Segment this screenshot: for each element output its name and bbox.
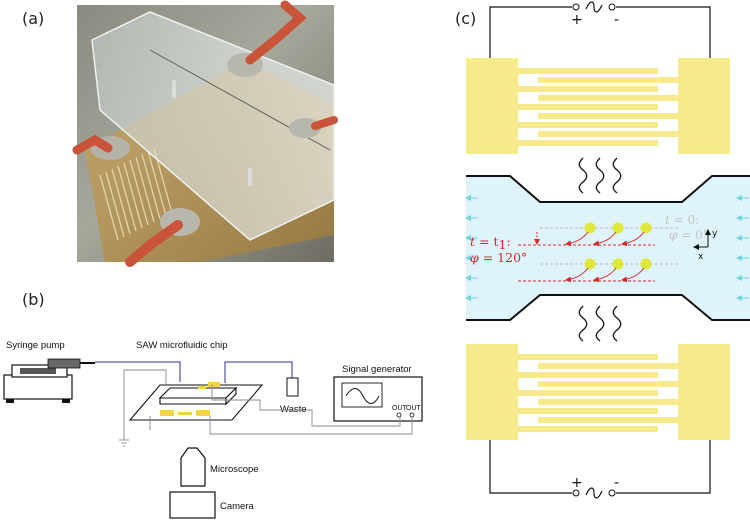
- axes-icon: [693, 229, 711, 250]
- syringe-pump-icon: [3, 358, 95, 403]
- panel-a-label: (a): [22, 9, 44, 28]
- axis-y-label: y: [712, 229, 718, 239]
- out-label-2: OUT: [406, 405, 422, 412]
- bottom-terminal-minus: [608, 489, 616, 497]
- trajectory-arrows: [565, 231, 645, 283]
- channel-walls: [466, 175, 750, 321]
- signal-generator-label: Signal generator: [342, 364, 412, 375]
- bottom-circuit: [489, 440, 711, 494]
- waste-container-icon: [286, 377, 299, 397]
- top-terminal-plus: [572, 3, 580, 11]
- panel-c-label: (c): [455, 9, 476, 28]
- top-plus-sign: +: [571, 12, 583, 28]
- signal-wires: [123, 369, 413, 440]
- bottom-acoustic-wave-icon: [578, 305, 622, 342]
- bottom-plus-sign: +: [571, 475, 583, 491]
- ground-icon: [119, 439, 129, 447]
- camera-icon: [169, 491, 216, 519]
- axis-x-label: x: [698, 252, 704, 262]
- outlet-tubing: [224, 361, 293, 383]
- top-terminal-minus: [608, 3, 616, 11]
- top-circuit: [489, 6, 711, 58]
- microchannel: [466, 176, 750, 320]
- phase-zero-label: φ = 0°: [669, 228, 709, 242]
- microscope-label: Microscope: [210, 464, 259, 475]
- phase-120-label: φ = 120°: [470, 250, 527, 265]
- inlet-tubing: [95, 361, 181, 382]
- microscope-icon: [180, 447, 206, 487]
- panel-b-label: (b): [22, 290, 45, 309]
- photo-saw-device: [72, 0, 338, 267]
- out-label-1: OUT: [392, 405, 408, 412]
- chip-label: SAW microfluidic chip: [136, 340, 228, 351]
- bottom-ac-source-icon: [585, 487, 603, 499]
- signal-generator-icon: [333, 376, 423, 422]
- top-minus-sign: -: [614, 12, 619, 28]
- flow-arrows: [465, 195, 749, 301]
- particles: [584, 222, 652, 270]
- top-ac-source-icon: [585, 1, 603, 13]
- top-idt-electrode: [466, 58, 730, 154]
- time-zero-label: t = 0:: [665, 213, 699, 227]
- time-t1-label: t = t1:: [470, 234, 511, 252]
- waste-label: Waste: [280, 404, 307, 415]
- camera-label: Camera: [220, 501, 255, 512]
- bottom-idt-electrode: [466, 344, 730, 440]
- saw-chip-icon: [128, 382, 264, 421]
- node-lines: [518, 227, 680, 282]
- top-acoustic-wave-icon: [578, 157, 622, 194]
- syringe-pump-label: Syringe pump: [6, 340, 65, 351]
- bottom-minus-sign: -: [614, 475, 619, 491]
- bottom-terminal-plus: [572, 489, 580, 497]
